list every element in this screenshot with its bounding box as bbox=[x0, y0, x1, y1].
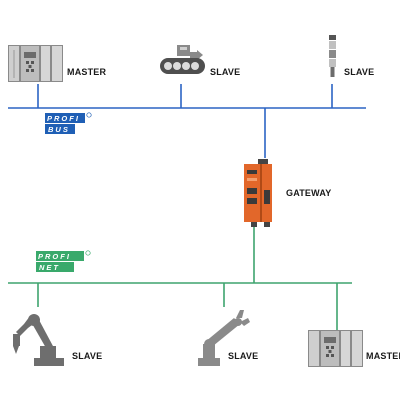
label-slave-robot1: SLAVE bbox=[72, 351, 103, 361]
gateway-icon bbox=[244, 159, 272, 227]
conveyor-icon bbox=[160, 45, 205, 74]
profibus-logo-text-top: PROFI bbox=[47, 114, 80, 123]
label-slave-tower: SLAVE bbox=[344, 67, 375, 77]
label-slave-robot2: SLAVE bbox=[228, 351, 259, 361]
label-master-bottom: MASTER bbox=[366, 351, 400, 361]
robot-arm-icon-1 bbox=[13, 314, 64, 366]
profinet-logo: PROFI NET bbox=[36, 250, 91, 272]
profibus-network bbox=[8, 84, 366, 158]
robot-arm-icon-2 bbox=[198, 310, 250, 366]
profinet-logo-text-top: PROFI bbox=[38, 252, 71, 261]
label-gateway: GATEWAY bbox=[286, 188, 332, 198]
signal-tower-icon bbox=[329, 35, 336, 77]
profinet-logo-text-bottom: NET bbox=[39, 263, 60, 272]
profibus-logo: PROFI BUS bbox=[45, 112, 92, 134]
profibus-logo-text-bottom: BUS bbox=[48, 125, 70, 134]
master-plc-top-icon bbox=[8, 45, 63, 82]
label-master-top: MASTER bbox=[67, 67, 107, 77]
master-plc-bottom-icon bbox=[308, 330, 363, 367]
label-slave-conveyor: SLAVE bbox=[210, 67, 241, 77]
profinet-network bbox=[8, 226, 352, 330]
